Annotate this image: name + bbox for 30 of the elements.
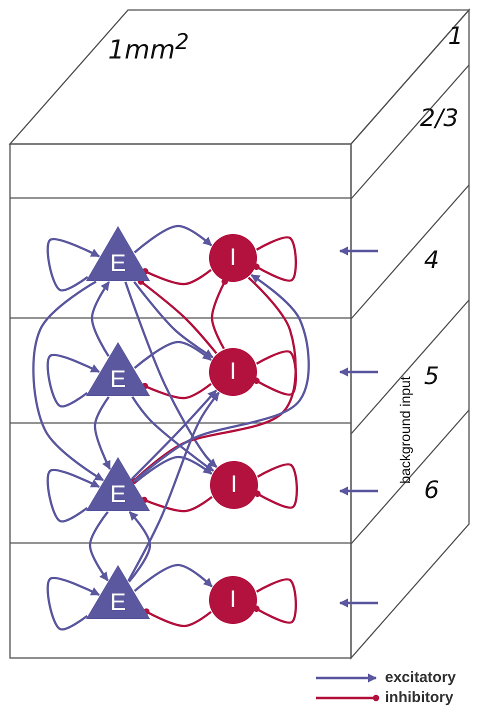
layer-label: 2/3 xyxy=(420,104,459,132)
legend-text: excitatory xyxy=(385,669,456,686)
connector-arrow xyxy=(127,392,220,582)
connector-arrow xyxy=(46,238,100,292)
connector-arrow xyxy=(46,576,100,630)
inhibitory-population-circle: I xyxy=(209,234,257,282)
layer-label: 4 xyxy=(424,246,440,274)
inhibitory-population-circle: I xyxy=(210,461,258,509)
layer-label: 1 xyxy=(448,22,464,50)
connector-arrow xyxy=(128,511,152,583)
connector-arrow xyxy=(134,564,213,592)
connector-arrow xyxy=(90,281,110,357)
layer-label: 5 xyxy=(424,362,440,390)
axis-caption: background input xyxy=(397,376,413,484)
connector-arrow xyxy=(134,224,212,254)
layer-label: 1mm$^{2}$ xyxy=(108,30,189,66)
connector-arrow xyxy=(131,396,214,472)
connector-arrow xyxy=(134,456,212,484)
inhibitory-population-circle: I xyxy=(209,348,257,396)
connector-arrow xyxy=(88,511,109,582)
connector-arrow xyxy=(94,396,111,470)
connector-arrow xyxy=(124,282,218,468)
inhibitory-population-circle: I xyxy=(209,576,257,624)
legend-text: inhibitory xyxy=(385,689,454,706)
connector-arrow xyxy=(46,468,100,522)
connector-arrow xyxy=(131,390,217,480)
layer-label: 6 xyxy=(424,476,440,504)
connector-arrow xyxy=(32,280,104,482)
connector-arrow xyxy=(46,354,100,408)
connector-arrow xyxy=(134,340,212,369)
